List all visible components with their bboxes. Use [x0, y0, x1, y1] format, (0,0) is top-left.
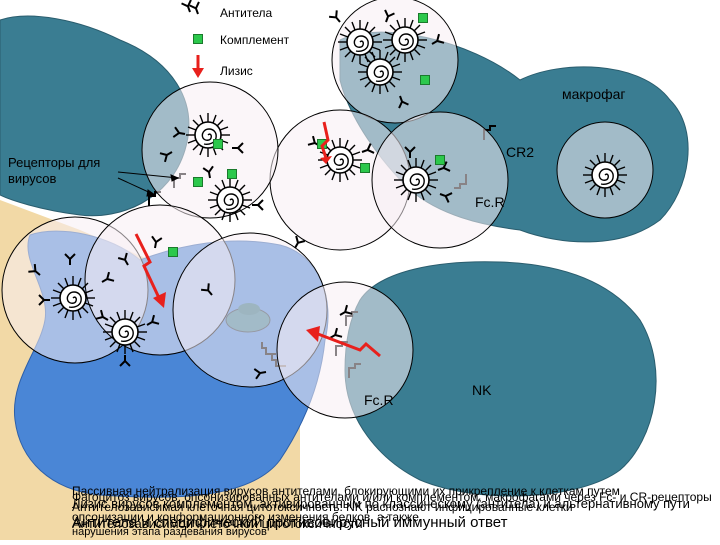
caption-line: нарушения этапа раздевания вирусов	[72, 526, 267, 538]
reaction-circles	[1, 0, 654, 419]
nk-label: NK	[472, 382, 492, 398]
caption-line: Антитела и специфический противовирусный…	[72, 514, 508, 531]
legend-lysis-label: Лизис	[220, 64, 253, 78]
legend-complement-label: Комплемент	[220, 33, 290, 47]
virus-receptors-label: Рецепторы для вирусов	[8, 155, 101, 186]
legend-antibodies-label: Антитела	[220, 6, 273, 20]
cr2-label: CR2	[506, 144, 535, 160]
caption-line: Лизис вирусов комплементом, активированн…	[72, 496, 690, 511]
caption-line: Антителозависимая клеточная цитотоксично…	[72, 500, 573, 514]
receptor-pointers	[117, 171, 180, 197]
legend-complement-icon	[193, 34, 203, 44]
overlapping-caption: Пассивная нейтрализация вирусов антитела…	[72, 482, 712, 538]
caption-line: Фагоцитоз вирусов, опсонизированных анти…	[72, 490, 712, 504]
caption-line: Пассивная нейтрализация вирусов антитела…	[72, 484, 620, 498]
caption-line: Антителозависимой клеточной цитотоксично…	[72, 516, 363, 531]
lysis-arrows	[134, 121, 381, 358]
legend-lysis-icon	[192, 55, 204, 78]
fcr-bottom-label: Fc.R	[364, 392, 394, 408]
macrophage-label: макрофаг	[562, 86, 626, 102]
fcr-top-label: Fc.R	[475, 194, 505, 210]
legend-antibody-icon	[188, 0, 204, 17]
caption-line: опсонизации и конформационного изменения…	[72, 510, 419, 524]
